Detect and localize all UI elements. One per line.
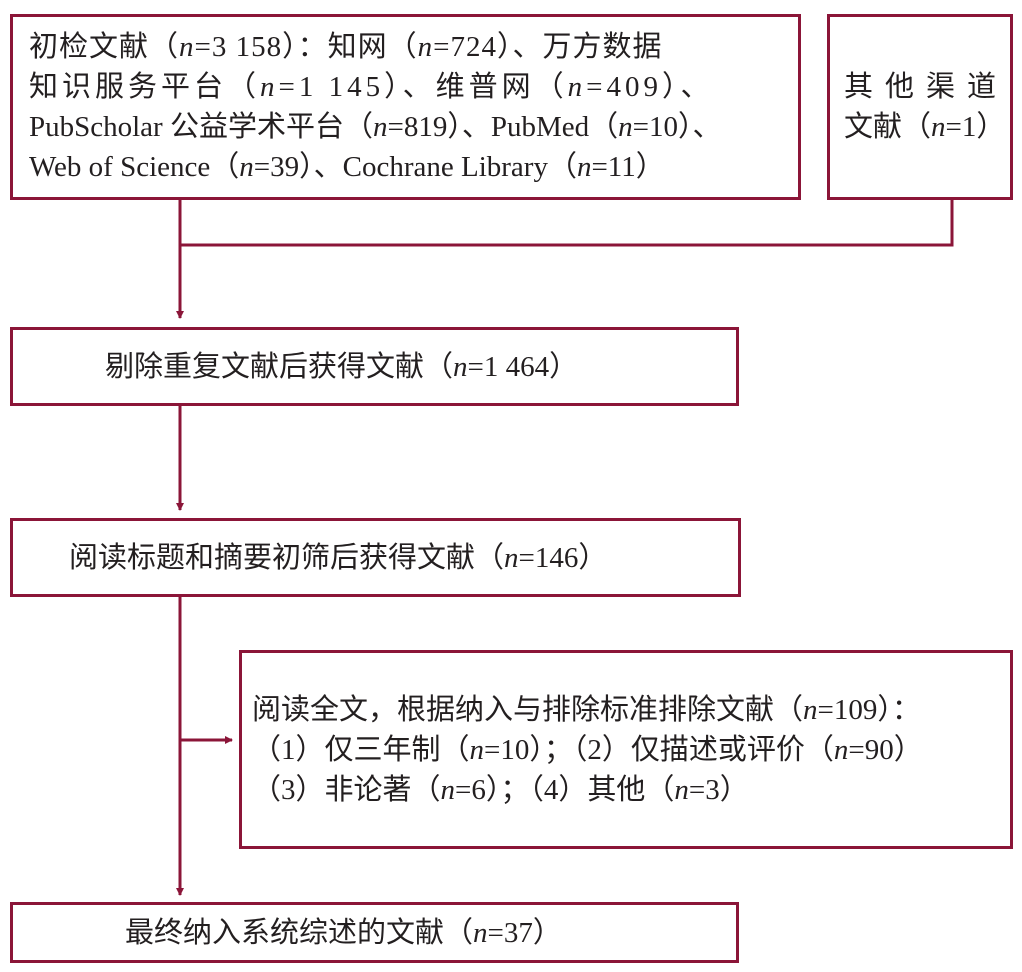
title-abstract-screen-box: 阅读标题和摘要初筛后获得文献（n=146） (10, 518, 741, 597)
final-included-box: 最终纳入系统综述的文献（n=37） (10, 902, 739, 963)
full-text-excluded-box: 阅读全文，根据纳入与排除标准排除文献（n=109）： （1）仅三年制（n=10）… (239, 650, 1013, 849)
line-other-merge (180, 198, 954, 247)
other-sources-box: 其他渠道 文献（n=1） (827, 14, 1013, 200)
box-line: 阅读全文，根据纳入与排除标准排除文献（n=109）： (252, 693, 921, 726)
box-line: PubScholar 公益学术平台（n=819）、PubMed（n=10）、 (29, 111, 722, 143)
box-line: 剔除重复文献后获得文献（n=1 464） (105, 350, 579, 383)
box-line: Web of Science（n=39）、Cochrane Library（n=… (29, 151, 665, 183)
box-line: （1）仅三年制（n=10）；（2）仅描述或评价（n=90） (252, 733, 923, 766)
deduplicated-box: 剔除重复文献后获得文献（n=1 464） (10, 327, 739, 406)
box-line: 阅读标题和摘要初筛后获得文献（n=146） (69, 541, 608, 574)
box-line: 其他渠道 (844, 71, 1009, 103)
initial-search-box: 初检文献（n=3 158）：知网（n=724）、万方数据 知识服务平台（n=1 … (10, 14, 801, 200)
box-line: （3）非论著（n=6）；（4）其他（n=3） (252, 773, 749, 806)
box-line: 初检文献（n=3 158）：知网（n=724）、万方数据 (29, 31, 663, 63)
box-line: 知识服务平台（n=1 145）、维普网（n=409）、 (29, 71, 714, 103)
box-line: 最终纳入系统综述的文献（n=37） (125, 916, 562, 949)
box-line: 文献（n=1） (844, 111, 1006, 143)
